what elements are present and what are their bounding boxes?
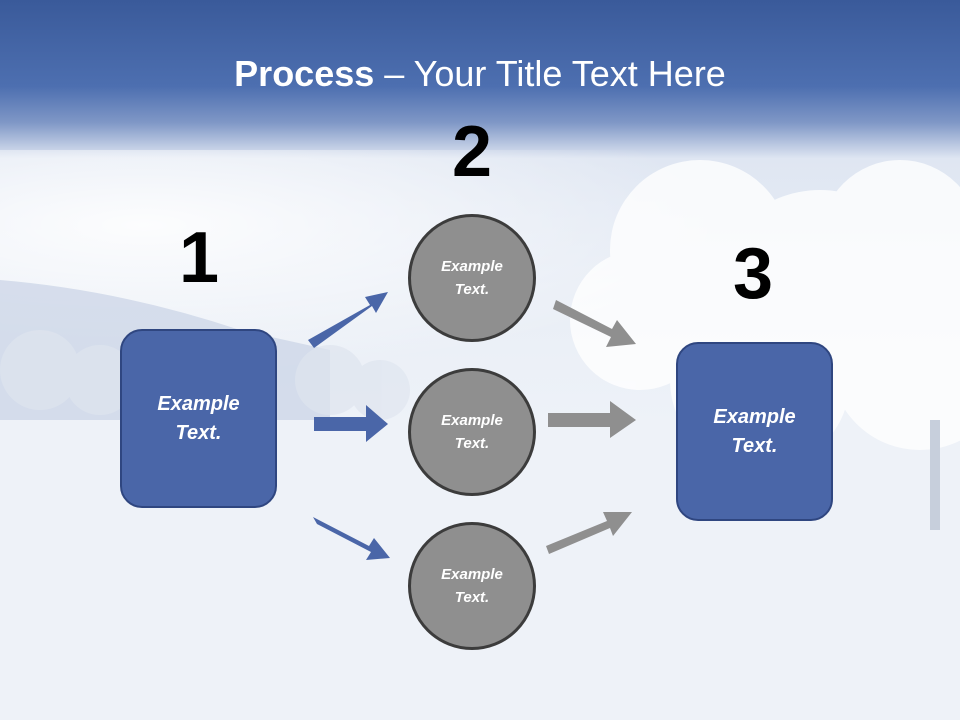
step-1-box: Example Text. <box>120 329 277 508</box>
step-2-circle-top: Example Text. <box>408 214 536 342</box>
arrow-1-to-middle <box>314 405 388 442</box>
title-rest: – Your Title Text Here <box>374 53 726 94</box>
arrow-middle-to-3 <box>548 401 636 438</box>
step-3-box: Example Text. <box>676 342 833 521</box>
step-3-number: 3 <box>732 234 774 314</box>
arrow-1-to-bottom <box>313 517 390 560</box>
arrow-1-to-top <box>308 292 388 348</box>
step-2-circle-middle: Example Text. <box>408 368 536 496</box>
step-2-circle-bottom: Example Text. <box>408 522 536 650</box>
title-bold: Process <box>234 53 375 94</box>
arrow-bottom-to-3 <box>546 512 632 554</box>
arrow-top-to-3 <box>553 300 636 347</box>
slide-title: Process – Your Title Text Here <box>0 52 960 96</box>
step-1-number: 1 <box>178 218 220 298</box>
step-2-number: 2 <box>451 112 493 192</box>
